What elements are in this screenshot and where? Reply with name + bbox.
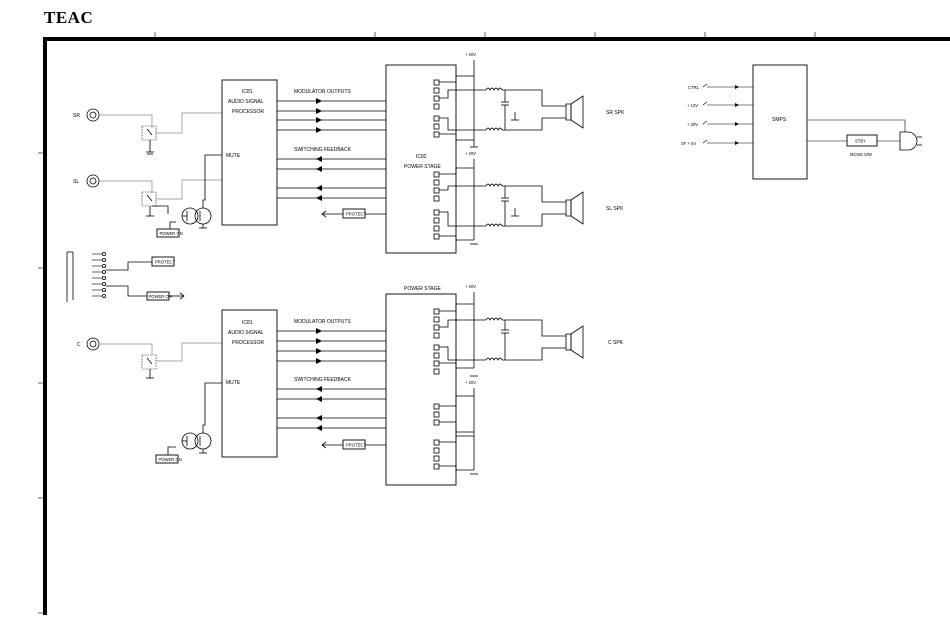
sr-speaker-icon: SR SPK [565, 95, 625, 129]
ic81-ref-lower: IC81 [242, 320, 253, 326]
protect-label-connector: PROTECT [155, 260, 175, 265]
input-connector-block: PROTECT POWER ON [66, 251, 185, 302]
smps-block: SMPS CTRL + 12V + 20V SF + 5V STBY MCMS … [681, 64, 906, 180]
sr-speaker-label: SR SPK [606, 110, 625, 116]
ic82-power-stage-upper: IC82 POWER STAGE [385, 64, 457, 254]
power-stage-lower: POWER STAGE [385, 286, 457, 486]
power-on-label-upper: POWER ON [160, 231, 183, 236]
sr-mute-switch [141, 112, 222, 155]
smps-title: SMPS [772, 117, 787, 123]
ic81-ref-upper: IC81 [242, 89, 253, 95]
ac-plug-icon [899, 131, 922, 151]
ic81-mute-upper: MUTE [226, 153, 241, 159]
sr-input-jack: SR [73, 108, 153, 128]
sl-jack-label: SL [73, 179, 79, 185]
sl-output-filter: + 20V [439, 151, 566, 245]
modulator-outputs-bus-upper: MODULATOR OUTPUTS [277, 89, 386, 133]
ic81-audio-processor-lower: IC81 AUDIO SIGNAL PROCESSOR MUTE [221, 309, 278, 458]
modulator-outputs-label-lower: MODULATOR OUTPUTS [294, 319, 351, 325]
modulator-outputs-label-upper: MODULATOR OUTPUTS [294, 89, 351, 95]
ic81-line2-upper: PROCESSOR [232, 109, 264, 115]
switching-feedback-label-lower: SWITCHING FEEDBACK [294, 377, 352, 383]
c-output-filter: + 20V + 20V [439, 284, 566, 475]
mcms-switch-label: MCMS S/W [850, 152, 872, 157]
mute-transistor-pair-upper: POWER ON [156, 154, 222, 238]
c-jack-label: C [77, 342, 81, 348]
protect-label-upper: PROTECT [346, 212, 366, 217]
plus20v-label-1: + 20V [465, 52, 476, 57]
switching-feedback-label-upper: SWITCHING FEEDBACK [294, 147, 352, 153]
sheet-frame [38, 32, 950, 615]
plus20v-label-3: + 20V [465, 284, 476, 289]
ic81-line2-lower: PROCESSOR [232, 340, 264, 346]
power-on-label-connector: POWER ON [149, 294, 172, 299]
ic82-line1: POWER STAGE [404, 164, 442, 170]
power-stage-lower-label: POWER STAGE [404, 286, 442, 292]
ic81-audio-processor-upper: IC81 AUDIO SIGNAL PROCESSOR MUTE [221, 79, 278, 226]
smps-input-12v: + 12V [687, 103, 698, 108]
ic82-ref: IC82 [416, 154, 427, 160]
c-mute-switch [141, 342, 222, 379]
brand-logo-text: TEAC [44, 8, 94, 27]
modulator-outputs-bus-lower: MODULATOR OUTPUTS [277, 319, 386, 364]
c-speaker-icon: C SPK [565, 325, 624, 359]
switching-feedback-bus-lower: SWITCHING FEEDBACK PROTECT [277, 377, 386, 450]
smps-input-20v: + 20V [687, 122, 698, 127]
switching-feedback-bus-upper: SWITCHING FEEDBACK PROTECT [277, 147, 386, 219]
ic81-line1-lower: AUDIO SIGNAL [228, 330, 264, 336]
protect-label-lower: PROTECT [346, 443, 366, 448]
plus20v-label-2: + 20V [465, 151, 476, 156]
sr-jack-label: SR [73, 113, 80, 119]
plus20v-label-4: + 20V [465, 380, 476, 385]
sl-mute-switch [141, 179, 222, 217]
sl-speaker-icon: SL SPK [565, 191, 624, 225]
sr-output-filter: + 20V [439, 52, 566, 148]
sl-speaker-label: SL SPK [606, 206, 624, 212]
ic81-mute-lower: MUTE [226, 380, 241, 386]
c-speaker-label: C SPK [608, 340, 624, 346]
sl-input-jack: SL [73, 174, 153, 193]
ic81-line1-upper: AUDIO SIGNAL [228, 99, 264, 105]
stby-switch-label: STBY [855, 139, 866, 144]
c-input-jack: C [77, 337, 153, 355]
smps-input-ctrl: CTRL [688, 85, 700, 90]
power-on-label-lower: POWER ON [159, 457, 182, 462]
mute-transistor-pair-lower: POWER ON [155, 382, 222, 464]
smps-input-5v: SF + 5V [681, 141, 696, 146]
